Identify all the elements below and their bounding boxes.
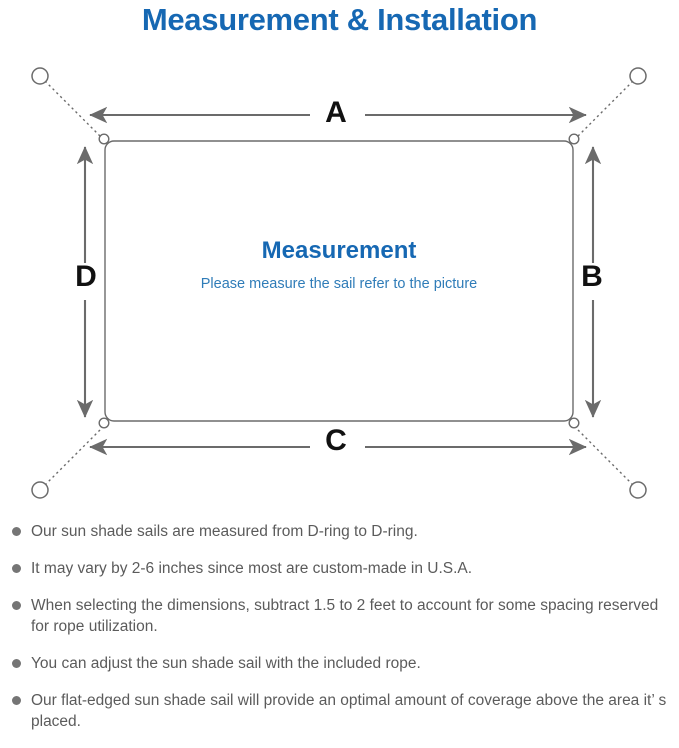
note-text: Our flat-edged sun shade sail will provi… bbox=[31, 692, 667, 730]
measurement-diagram-svg bbox=[31, 67, 647, 499]
anchor-top-left-icon bbox=[31, 67, 49, 85]
list-item: You can adjust the sun shade sail with t… bbox=[0, 653, 679, 674]
rope-bottom-left bbox=[44, 429, 101, 486]
page-title: Measurement & Installation bbox=[141, 2, 538, 37]
dimension-label-a: A bbox=[325, 96, 347, 129]
list-item: When selecting the dimensions, subtract … bbox=[0, 595, 679, 637]
dimension-label-d: D bbox=[75, 260, 97, 293]
d-ring-top-left-icon bbox=[98, 133, 110, 145]
rope-lines bbox=[44, 80, 634, 486]
d-ring-bottom-right-icon bbox=[568, 417, 580, 429]
note-text: You can adjust the sun shade sail with t… bbox=[31, 655, 421, 672]
d-ring-top-right-icon bbox=[568, 133, 580, 145]
sail-body bbox=[104, 140, 574, 422]
rope-top-right bbox=[577, 80, 634, 137]
anchor-bottom-right-icon bbox=[629, 481, 647, 499]
note-text: It may vary by 2-6 inches since most are… bbox=[31, 560, 473, 577]
rope-bottom-right bbox=[577, 429, 634, 486]
sail-caption-heading: Measurement bbox=[261, 237, 417, 264]
bullet-icon bbox=[12, 659, 21, 668]
bullet-icon bbox=[12, 527, 21, 536]
dimension-label-b: B bbox=[581, 260, 603, 293]
anchor-posts bbox=[31, 67, 647, 499]
dimension-label-c: C bbox=[325, 424, 347, 457]
note-text: When selecting the dimensions, subtract … bbox=[31, 597, 659, 635]
d-ring-bottom-left-icon bbox=[98, 417, 110, 429]
anchor-bottom-left-icon bbox=[31, 481, 49, 499]
list-item: Our sun shade sails are measured from D-… bbox=[0, 521, 679, 542]
list-item: Our flat-edged sun shade sail will provi… bbox=[0, 690, 679, 732]
bullet-icon bbox=[12, 601, 21, 610]
measurement-diagram: A B C D Measurement Please measure the s… bbox=[0, 48, 679, 513]
rope-top-left bbox=[44, 80, 101, 137]
d-rings bbox=[98, 133, 580, 429]
note-text: Our sun shade sails are measured from D-… bbox=[31, 523, 418, 540]
sail-caption-subtext: Please measure the sail refer to the pic… bbox=[200, 276, 478, 292]
bullet-icon bbox=[12, 696, 21, 705]
notes-list: Our sun shade sails are measured from D-… bbox=[0, 521, 679, 748]
dimension-arrows bbox=[76, 106, 602, 456]
list-item: It may vary by 2-6 inches since most are… bbox=[0, 558, 679, 579]
anchor-top-right-icon bbox=[629, 67, 647, 85]
bullet-icon bbox=[12, 564, 21, 573]
